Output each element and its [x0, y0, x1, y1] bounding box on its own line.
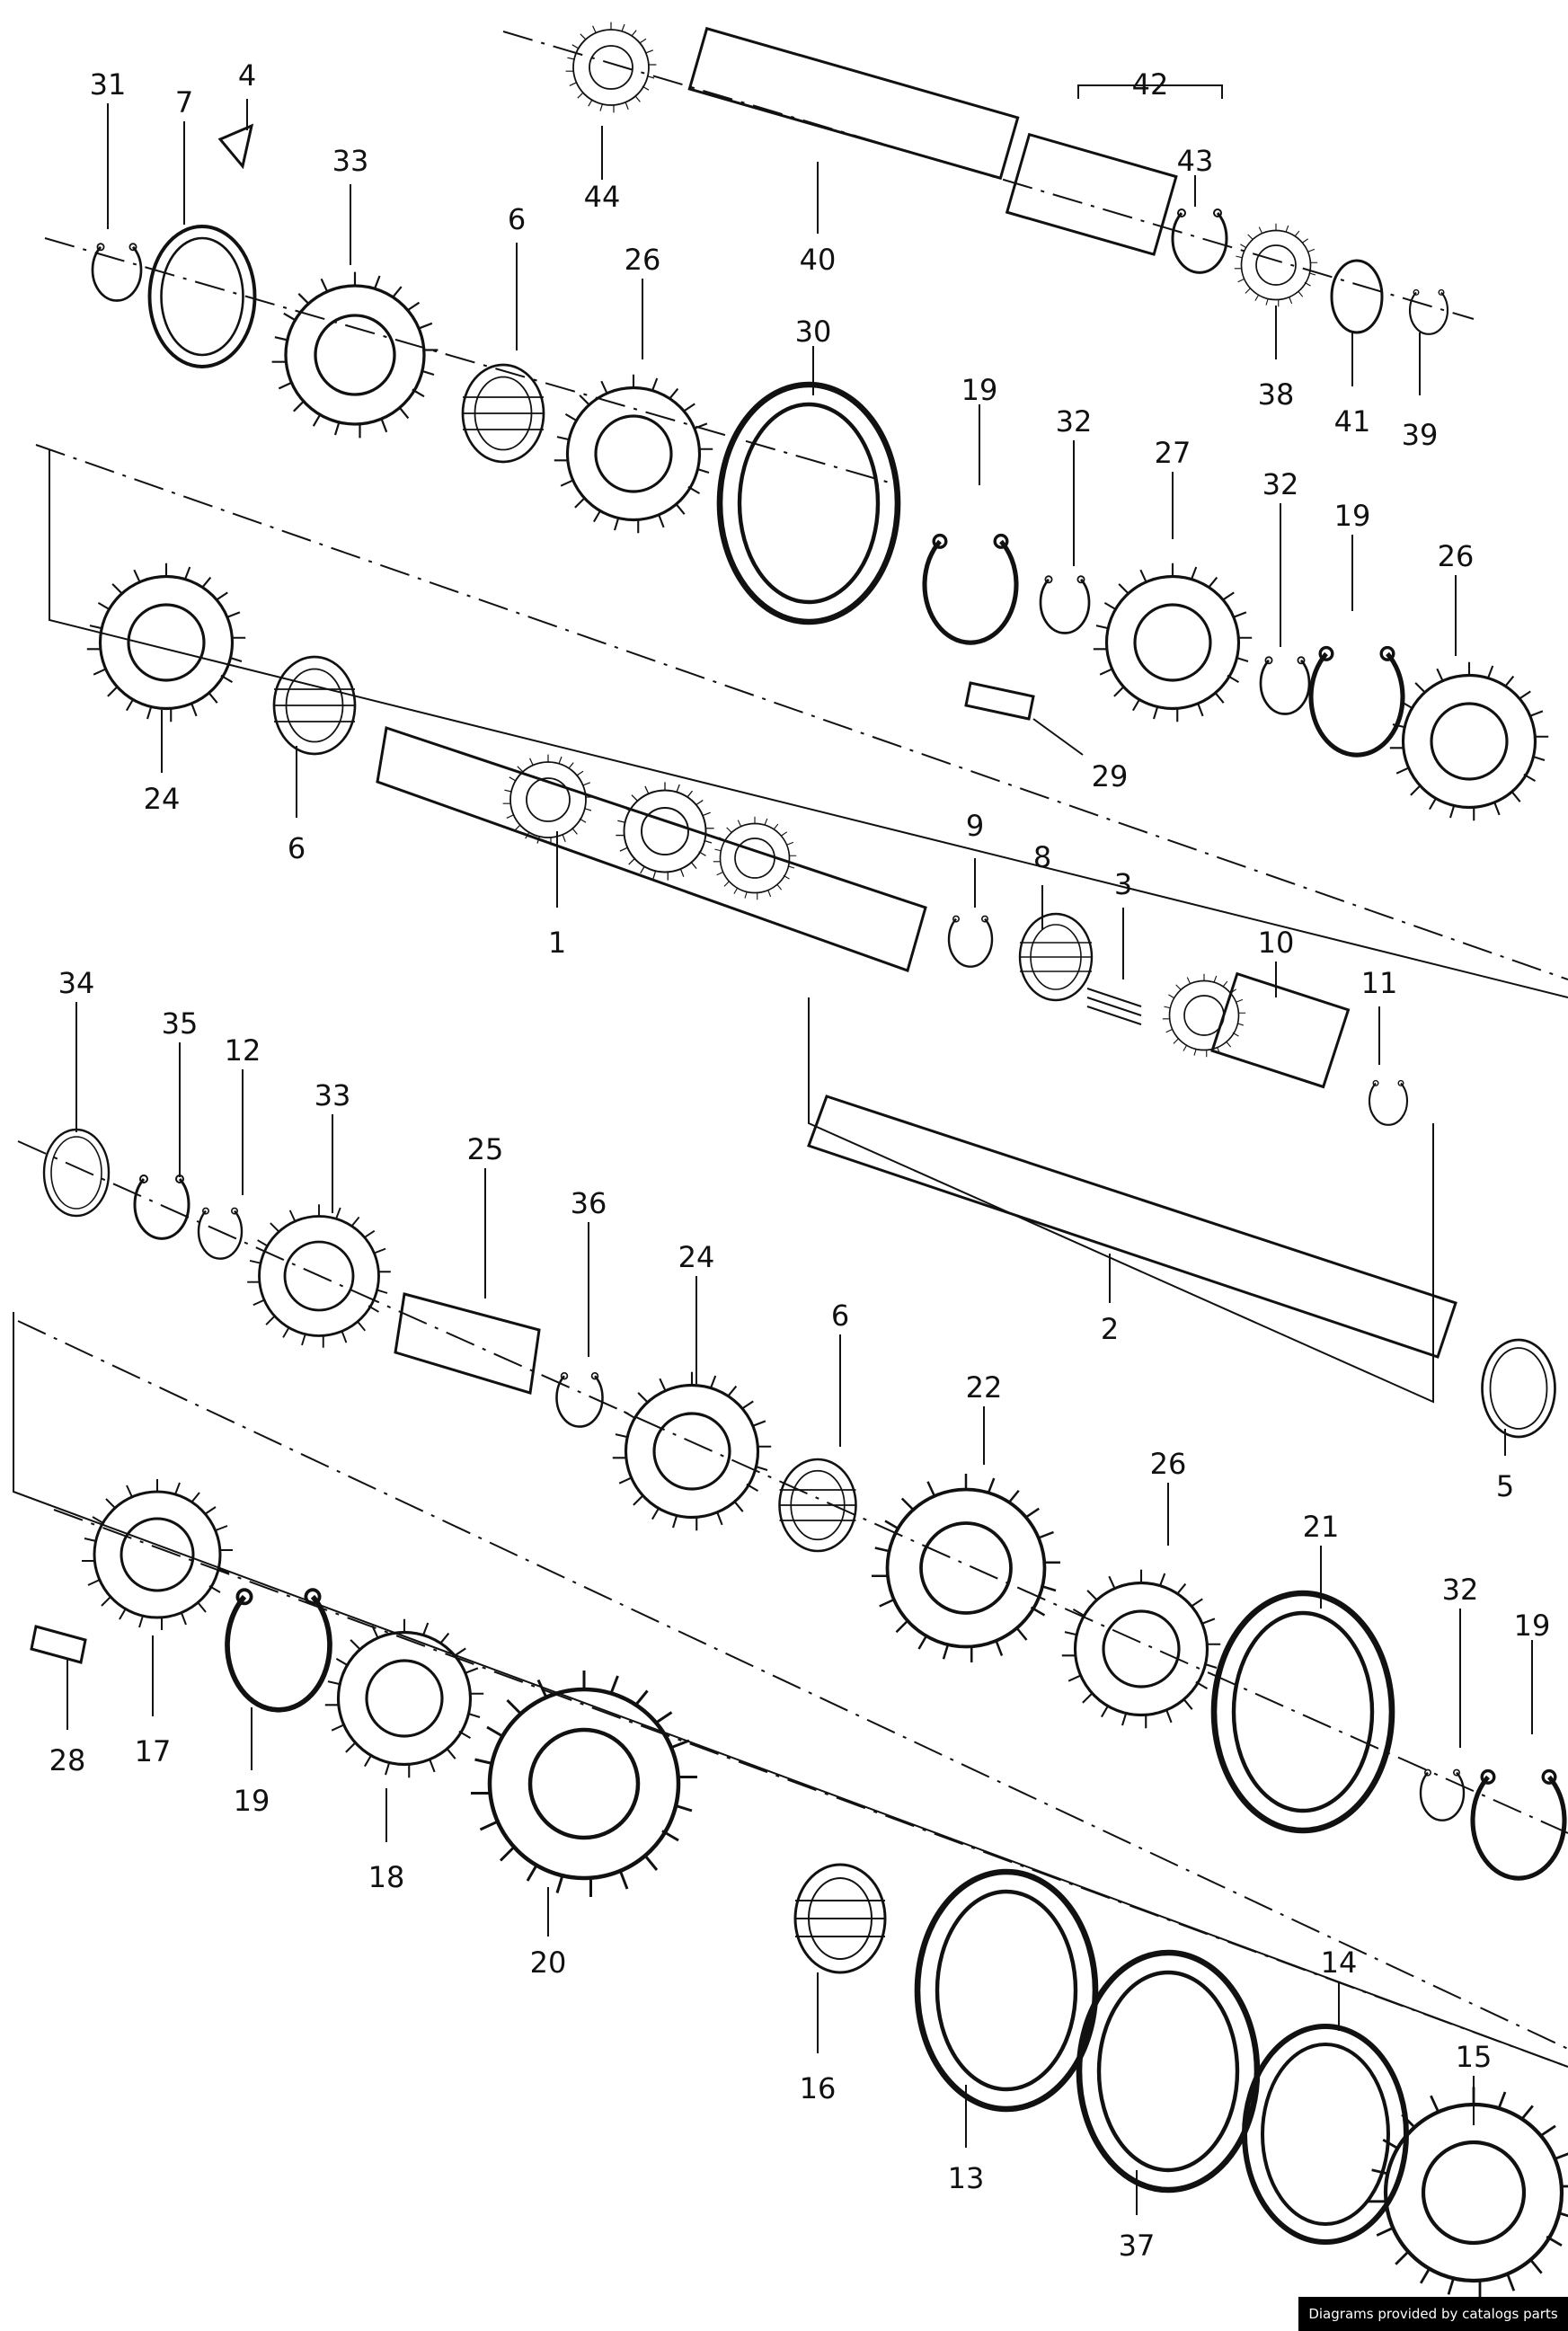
callout-24b: 24	[678, 1240, 715, 1274]
callout-11: 11	[1361, 966, 1398, 1000]
callout-36: 36	[571, 1186, 607, 1220]
callout-37: 37	[1119, 2229, 1156, 2263]
output-shaft-row	[42, 1095, 1564, 1878]
callout-22: 22	[966, 1370, 1003, 1405]
callout-28: 28	[49, 1743, 86, 1777]
callout-25: 25	[467, 1132, 504, 1166]
callout-24: 24	[144, 782, 181, 816]
callout-44: 44	[584, 180, 621, 214]
callout-32c: 32	[1442, 1573, 1479, 1607]
callout-34: 34	[58, 966, 95, 1000]
second-row-parts	[91, 123, 1550, 822]
callout-19b: 19	[1334, 499, 1371, 533]
callout-19c: 19	[1514, 1609, 1551, 1643]
callout-4: 4	[238, 58, 256, 93]
callout-9: 9	[966, 809, 984, 843]
callout-8: 8	[1033, 840, 1051, 874]
callout-3: 3	[1114, 867, 1132, 901]
callout-33b: 33	[314, 1078, 351, 1112]
callout-14: 14	[1321, 1945, 1358, 1980]
callout-26b: 26	[1438, 539, 1475, 573]
callout-13: 13	[948, 2161, 985, 2195]
footer-credit: Diagrams provided by catalogs parts	[1298, 2297, 1568, 2331]
callout-21: 21	[1303, 1510, 1340, 1544]
callout-29: 29	[1092, 759, 1129, 793]
callout-19: 19	[961, 373, 998, 407]
callout-26c: 26	[1150, 1447, 1187, 1481]
top-shaft-assembly	[564, 21, 1449, 335]
callout-33: 33	[332, 144, 369, 178]
callout-1: 1	[548, 926, 566, 960]
callout-35: 35	[162, 1006, 199, 1041]
callout-42: 42	[1132, 67, 1169, 102]
callout-6b: 6	[288, 831, 306, 865]
callout-10: 10	[1258, 926, 1295, 960]
callout-20: 20	[530, 1945, 567, 1980]
callout-15: 15	[1456, 2040, 1493, 2074]
callout-17: 17	[135, 1734, 172, 1768]
callout-27: 27	[1155, 436, 1192, 470]
main-shaft-row	[85, 562, 1409, 1126]
callout-43: 43	[1177, 144, 1214, 178]
callout-16: 16	[800, 2071, 837, 2105]
callout-6: 6	[508, 202, 526, 236]
callout-5: 5	[1496, 1469, 1514, 1503]
callout-41: 41	[1334, 404, 1371, 439]
callouts: 31 7 4 33 6 26 44 40 42 43 38 41 39 30 1…	[49, 58, 1551, 2263]
callout-7: 7	[175, 85, 193, 120]
callout-31: 31	[90, 67, 127, 102]
callout-19d: 19	[234, 1784, 270, 1818]
callout-30: 30	[795, 315, 832, 349]
bottom-row-parts	[30, 1477, 1568, 2299]
group-brackets	[13, 84, 1568, 2068]
callout-2: 2	[1101, 1312, 1119, 1346]
callout-32: 32	[1056, 404, 1093, 439]
axis-lines	[17, 31, 1568, 2068]
callout-18: 18	[368, 1860, 405, 1894]
callout-32b: 32	[1262, 467, 1299, 501]
callout-38: 38	[1258, 377, 1295, 412]
callout-26: 26	[625, 243, 661, 277]
callout-12: 12	[225, 1033, 261, 1068]
callout-39: 39	[1402, 418, 1439, 452]
callout-6c: 6	[831, 1298, 849, 1333]
callout-40: 40	[800, 243, 837, 277]
